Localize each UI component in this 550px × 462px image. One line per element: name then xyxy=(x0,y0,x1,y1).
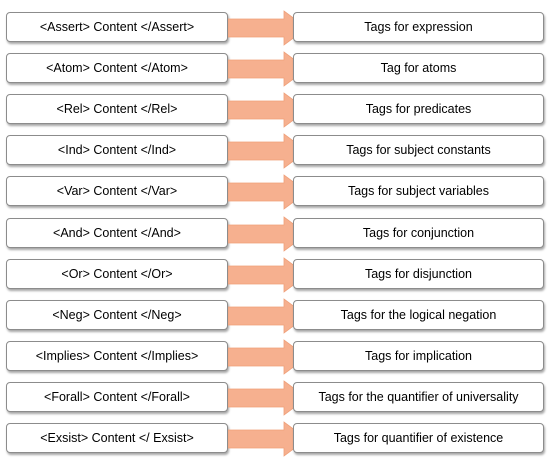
mapping-row: <Or> Content </Or> Tags for disjunction xyxy=(0,256,550,293)
description-box: Tags for the logical negation xyxy=(293,299,544,330)
description-box: Tags for predicates xyxy=(293,94,544,125)
description-box: Tags for conjunction xyxy=(293,217,544,248)
tag-box: <And> Content </And> xyxy=(6,217,228,248)
tag-box: <Var> Content </Var> xyxy=(6,176,228,207)
description-box: Tags for subject variables xyxy=(293,176,544,207)
description-box: Tag for atoms xyxy=(293,53,544,84)
description-box: Tags for subject constants xyxy=(293,135,544,166)
tag-box: <Forall> Content </Forall> xyxy=(6,381,228,412)
tag-box: <Rel> Content </Rel> xyxy=(6,94,228,125)
mapping-row: <Assert> Content </Assert> Tags for expre… xyxy=(0,10,550,46)
description-box: Tags for expression xyxy=(293,12,544,42)
description-box: Tags for disjunction xyxy=(293,258,544,289)
description-box: Tags for quantifier of existence xyxy=(293,423,544,453)
mapping-row: <And> Content </And> Tags for conjunction xyxy=(0,215,550,252)
mapping-row: <Rel> Content </Rel> Tags for predicates xyxy=(0,92,550,128)
tag-box: <Atom> Content </Atom> xyxy=(6,53,228,84)
tag-box: <Ind> Content </Ind> xyxy=(6,135,228,166)
mapping-row: <Ind> Content </Ind> Tags for subject con… xyxy=(0,133,550,170)
description-box: Tags for implication xyxy=(293,340,544,371)
tag-box: <Neg> Content </Neg> xyxy=(6,299,228,330)
mapping-row: <Neg> Content </Neg> Tags for the logical… xyxy=(0,297,550,334)
mapping-row: <Exsist> Content </ Exsist> Tags for quan… xyxy=(0,421,550,457)
tag-box: <Implies> Content </Implies> xyxy=(6,340,228,371)
tag-box: <Or> Content </Or> xyxy=(6,258,228,289)
mapping-row: <Var> Content </Var> Tags for subject var… xyxy=(0,174,550,211)
mapping-row: <Forall> Content </Forall> Tags for the q… xyxy=(0,380,550,416)
mapping-row: <Atom> Content </Atom> Tag for atoms xyxy=(0,51,550,87)
tag-box: <Exsist> Content </ Exsist> xyxy=(6,423,228,453)
mapping-row: <Implies> Content </Implies> Tags for imp… xyxy=(0,339,550,375)
tag-box: <Assert> Content </Assert> xyxy=(6,12,228,42)
description-box: Tags for the quantifier of universality xyxy=(293,381,544,412)
